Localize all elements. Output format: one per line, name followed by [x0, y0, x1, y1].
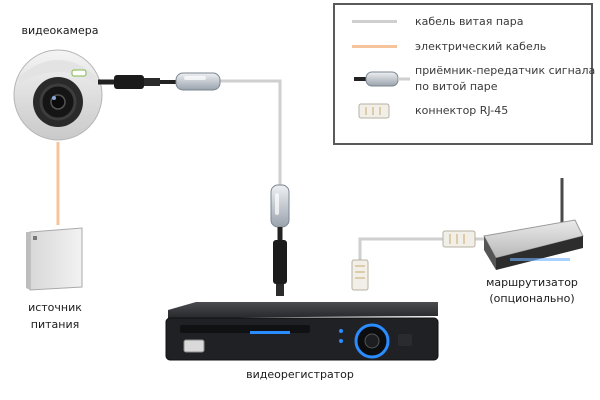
legend-row-transceiver: приёмник-передатчик сигнала по витой пар… — [335, 63, 595, 97]
rj45-connector-dvr — [351, 259, 369, 291]
power-supply-box — [26, 227, 83, 291]
legend-power-cable-label: электрический кабель — [415, 40, 547, 53]
legend-twisted-pair-label: кабель витая пара — [415, 15, 524, 28]
power-supply-label-line1: источник — [28, 301, 82, 314]
video-balun-camera — [175, 72, 221, 91]
legend-transceiver-label-line1: приёмник-передатчик сигнала — [415, 64, 596, 77]
rj45-icon — [358, 103, 390, 119]
video-balun-dvr — [270, 184, 290, 296]
camera-label: видеокамера — [21, 24, 99, 37]
rj45-connector-router — [442, 230, 476, 248]
legend: кабель витая пара электрический кабель п… — [333, 3, 595, 145]
power-supply-label-line2: питания — [30, 318, 80, 331]
legend-row-rj45: коннектор RJ-45 — [335, 101, 591, 121]
router-label-line2: (опционально) — [489, 292, 575, 305]
dome-camera — [13, 49, 103, 141]
dvr-recorder — [165, 302, 439, 361]
twisted-pair-swatch — [352, 20, 397, 23]
legend-row-twisted-pair: кабель витая пара — [335, 13, 591, 33]
twisted-pair-camera-line — [218, 79, 282, 185]
bnc-connector — [98, 75, 176, 89]
legend-row-power-cable: электрический кабель — [335, 38, 591, 58]
router — [483, 178, 584, 270]
dvr-label: видеорегистратор — [246, 368, 354, 381]
transceiver-icon — [354, 71, 410, 87]
cables — [56, 79, 490, 262]
router-label-line1: маршрутизатор — [486, 276, 578, 289]
legend-transceiver-label-line2: по витой паре — [415, 80, 498, 93]
twisted-pair-router-line — [358, 237, 445, 262]
legend-rj45-label: коннектор RJ-45 — [415, 104, 509, 117]
power-cable-swatch — [352, 45, 397, 48]
